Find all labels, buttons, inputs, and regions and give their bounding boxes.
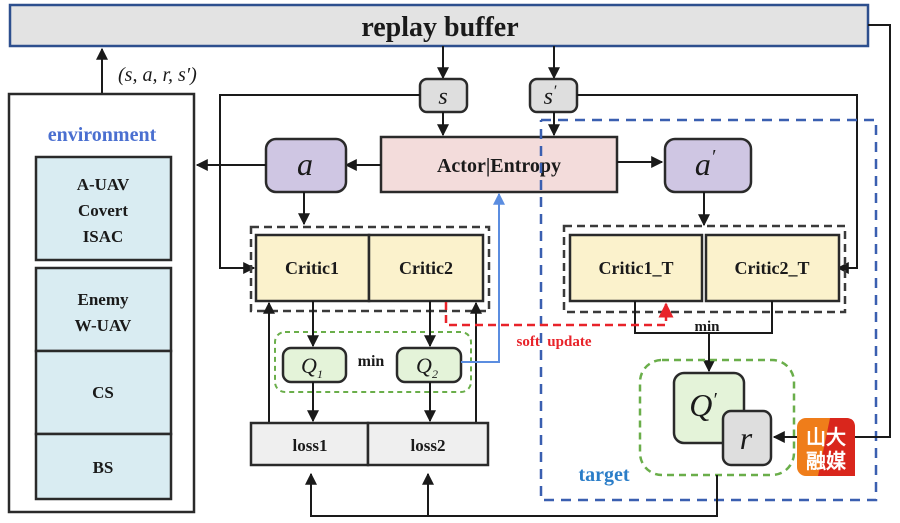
svg-text:Q′: Q′ bbox=[689, 387, 717, 423]
q-prime-label: Q bbox=[689, 387, 712, 423]
transition-tuple-label: (s, a, r, s′) bbox=[118, 64, 197, 86]
env-a-uav-line2: Covert bbox=[78, 201, 128, 220]
q2-subscript: 2 bbox=[432, 367, 438, 381]
env-cs-label: CS bbox=[92, 383, 114, 402]
q2-node: Q2 bbox=[395, 346, 463, 384]
env-component-bs bbox=[34, 432, 173, 501]
next-action-label: a bbox=[695, 146, 711, 182]
svg-text:s′: s′ bbox=[544, 83, 557, 110]
svg-text:a′: a′ bbox=[695, 146, 716, 182]
environment-title: environment bbox=[48, 124, 157, 146]
q1-label: Q bbox=[301, 353, 317, 378]
state-node: s bbox=[418, 77, 469, 114]
replay-buffer: replay buffer bbox=[8, 3, 870, 48]
target-critic2-label: Critic2_T bbox=[735, 258, 810, 278]
q-to-actor-gradient-line bbox=[461, 192, 505, 363]
s-to-critic-line bbox=[219, 94, 420, 274]
loss1-node: loss1 bbox=[249, 421, 370, 467]
env-component-a-uav bbox=[34, 155, 173, 262]
env-a-uav-line3: ISAC bbox=[83, 227, 124, 246]
loss1-label: loss1 bbox=[293, 436, 328, 455]
watermark-logo: 山大 融媒 bbox=[797, 418, 855, 476]
actor-entropy-node: Actor|Entropy bbox=[379, 135, 619, 194]
env-component-enemy-w-uav bbox=[34, 266, 173, 353]
target-to-loss-line bbox=[305, 472, 718, 517]
watermark-line2: 融媒 bbox=[806, 449, 847, 473]
next-action-node: a′ bbox=[663, 137, 753, 194]
critic1-node: Critic1 bbox=[254, 233, 371, 303]
q-prime-mark: ′ bbox=[712, 389, 717, 411]
soft-update-label: soft update bbox=[516, 334, 591, 350]
env-enemy-line1: Enemy bbox=[78, 290, 130, 309]
q-min-label: min bbox=[358, 353, 385, 370]
critic2-label: Critic2 bbox=[399, 258, 453, 278]
buffer-to-reward-line bbox=[772, 24, 891, 443]
replay-buffer-label: replay buffer bbox=[361, 12, 518, 43]
svg-text:Q1: Q1 bbox=[301, 353, 323, 381]
next-action-prime: ′ bbox=[711, 146, 716, 168]
next-state-label: s bbox=[544, 84, 553, 110]
soft-update-line bbox=[444, 302, 674, 327]
action-label: a bbox=[297, 146, 313, 182]
target-critic1-node: Critic1_T bbox=[568, 233, 704, 303]
loss2-label: loss2 bbox=[411, 436, 446, 455]
action-node: a bbox=[264, 137, 348, 194]
env-bs-label: BS bbox=[93, 458, 114, 477]
q1-subscript: 1 bbox=[317, 367, 323, 381]
target-critic1-label: Critic1_T bbox=[599, 258, 674, 278]
critic2-node: Critic2 bbox=[367, 233, 485, 303]
svg-text:Q2: Q2 bbox=[416, 353, 438, 381]
next-state-prime: ′ bbox=[553, 83, 557, 100]
q1-node: Q1 bbox=[281, 346, 348, 384]
s-prime-to-target-critic-line bbox=[577, 94, 858, 274]
target-critic2-node: Critic2_T bbox=[704, 233, 841, 303]
environment-block: environment A-UAV Covert ISAC Enemy W-UA… bbox=[7, 92, 196, 514]
reward-node: r bbox=[721, 409, 773, 467]
env-a-uav-line1: A-UAV bbox=[77, 175, 130, 194]
q2-label: Q bbox=[416, 353, 432, 378]
target-critic-group-outline bbox=[562, 224, 847, 314]
critic-group-outline bbox=[249, 225, 491, 313]
reward-label: r bbox=[740, 420, 753, 456]
target-region-label: target bbox=[578, 464, 629, 486]
target-critic1-to-min-line bbox=[634, 301, 773, 334]
target-region-outline bbox=[539, 118, 878, 502]
next-state-node: s′ bbox=[528, 77, 579, 114]
watermark-line1: 山大 bbox=[806, 425, 846, 449]
actor-label: Actor|Entropy bbox=[437, 155, 561, 177]
env-enemy-line2: W-UAV bbox=[75, 316, 132, 335]
critic1-label: Critic1 bbox=[285, 258, 339, 278]
target-min-label: min bbox=[694, 319, 720, 335]
state-label: s bbox=[438, 84, 447, 110]
loss2-node: loss2 bbox=[366, 421, 490, 467]
